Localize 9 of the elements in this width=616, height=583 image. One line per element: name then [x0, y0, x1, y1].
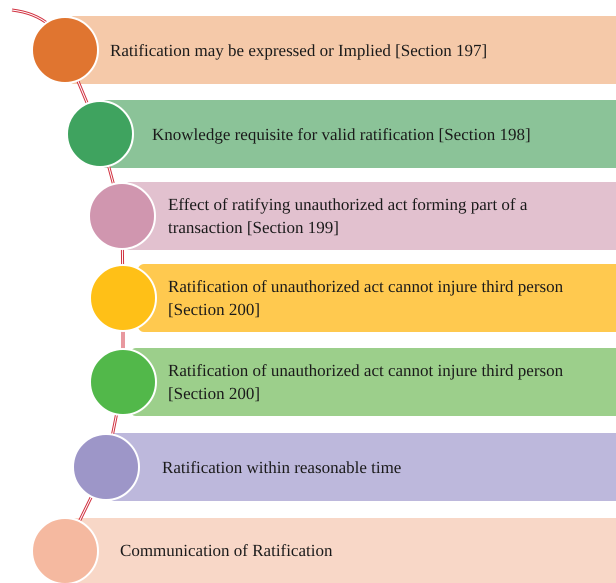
step-text: Ratification of unauthorized act cannot injure third person [Section 200] [168, 276, 564, 321]
step-text: Communication of Ratification [120, 540, 332, 562]
step-text: Ratification of unauthorized act cannot injure third person [Section 200] [168, 360, 564, 405]
step-text: Ratification may be expressed or Implied [Section 197] [110, 40, 488, 62]
step-band [130, 348, 616, 416]
step-band [138, 264, 616, 332]
step-text: Ratification within reasonable time [162, 456, 402, 478]
step-text: Effect of ratifying unauthorized act forming part of a transaction [Section 199] [168, 194, 528, 239]
step-text: Knowledge requisite for valid ratification [Section 198] [152, 124, 531, 146]
